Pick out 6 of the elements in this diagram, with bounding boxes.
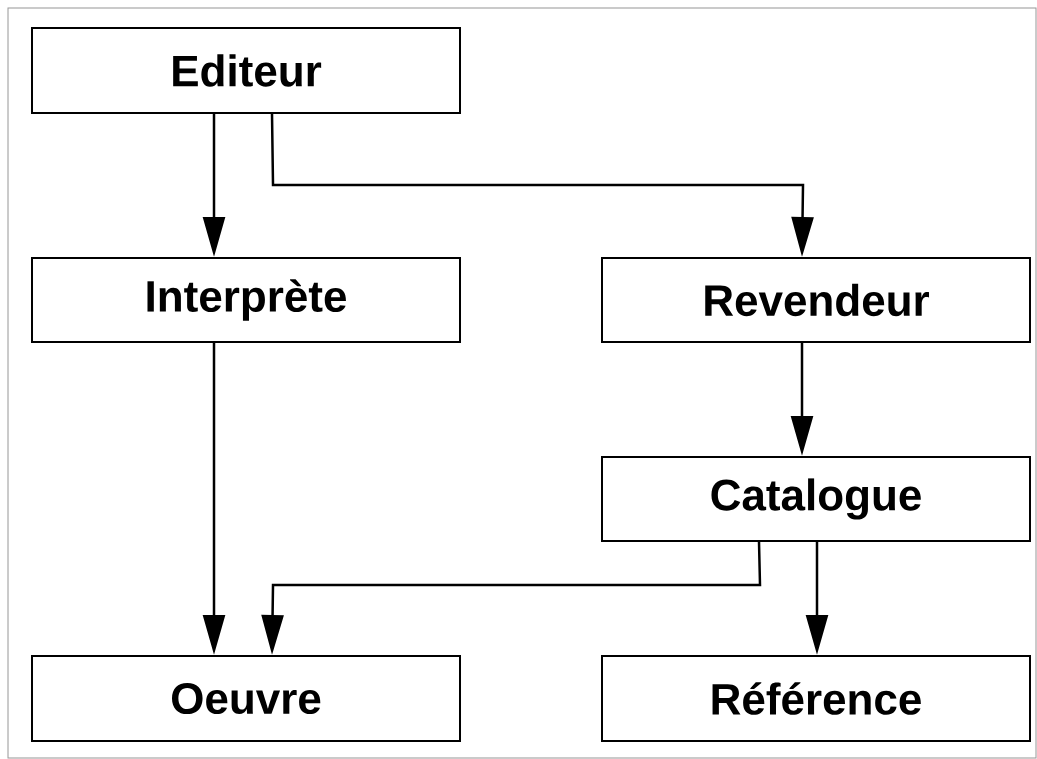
process-box: Oeuvre bbox=[31, 655, 461, 742]
process-box: Référence bbox=[601, 655, 1031, 742]
process-box: Revendeur bbox=[601, 257, 1031, 343]
process-box: Interprète bbox=[31, 257, 461, 343]
process-box: Catalogue bbox=[601, 456, 1031, 542]
process-box: Editeur bbox=[31, 27, 461, 114]
